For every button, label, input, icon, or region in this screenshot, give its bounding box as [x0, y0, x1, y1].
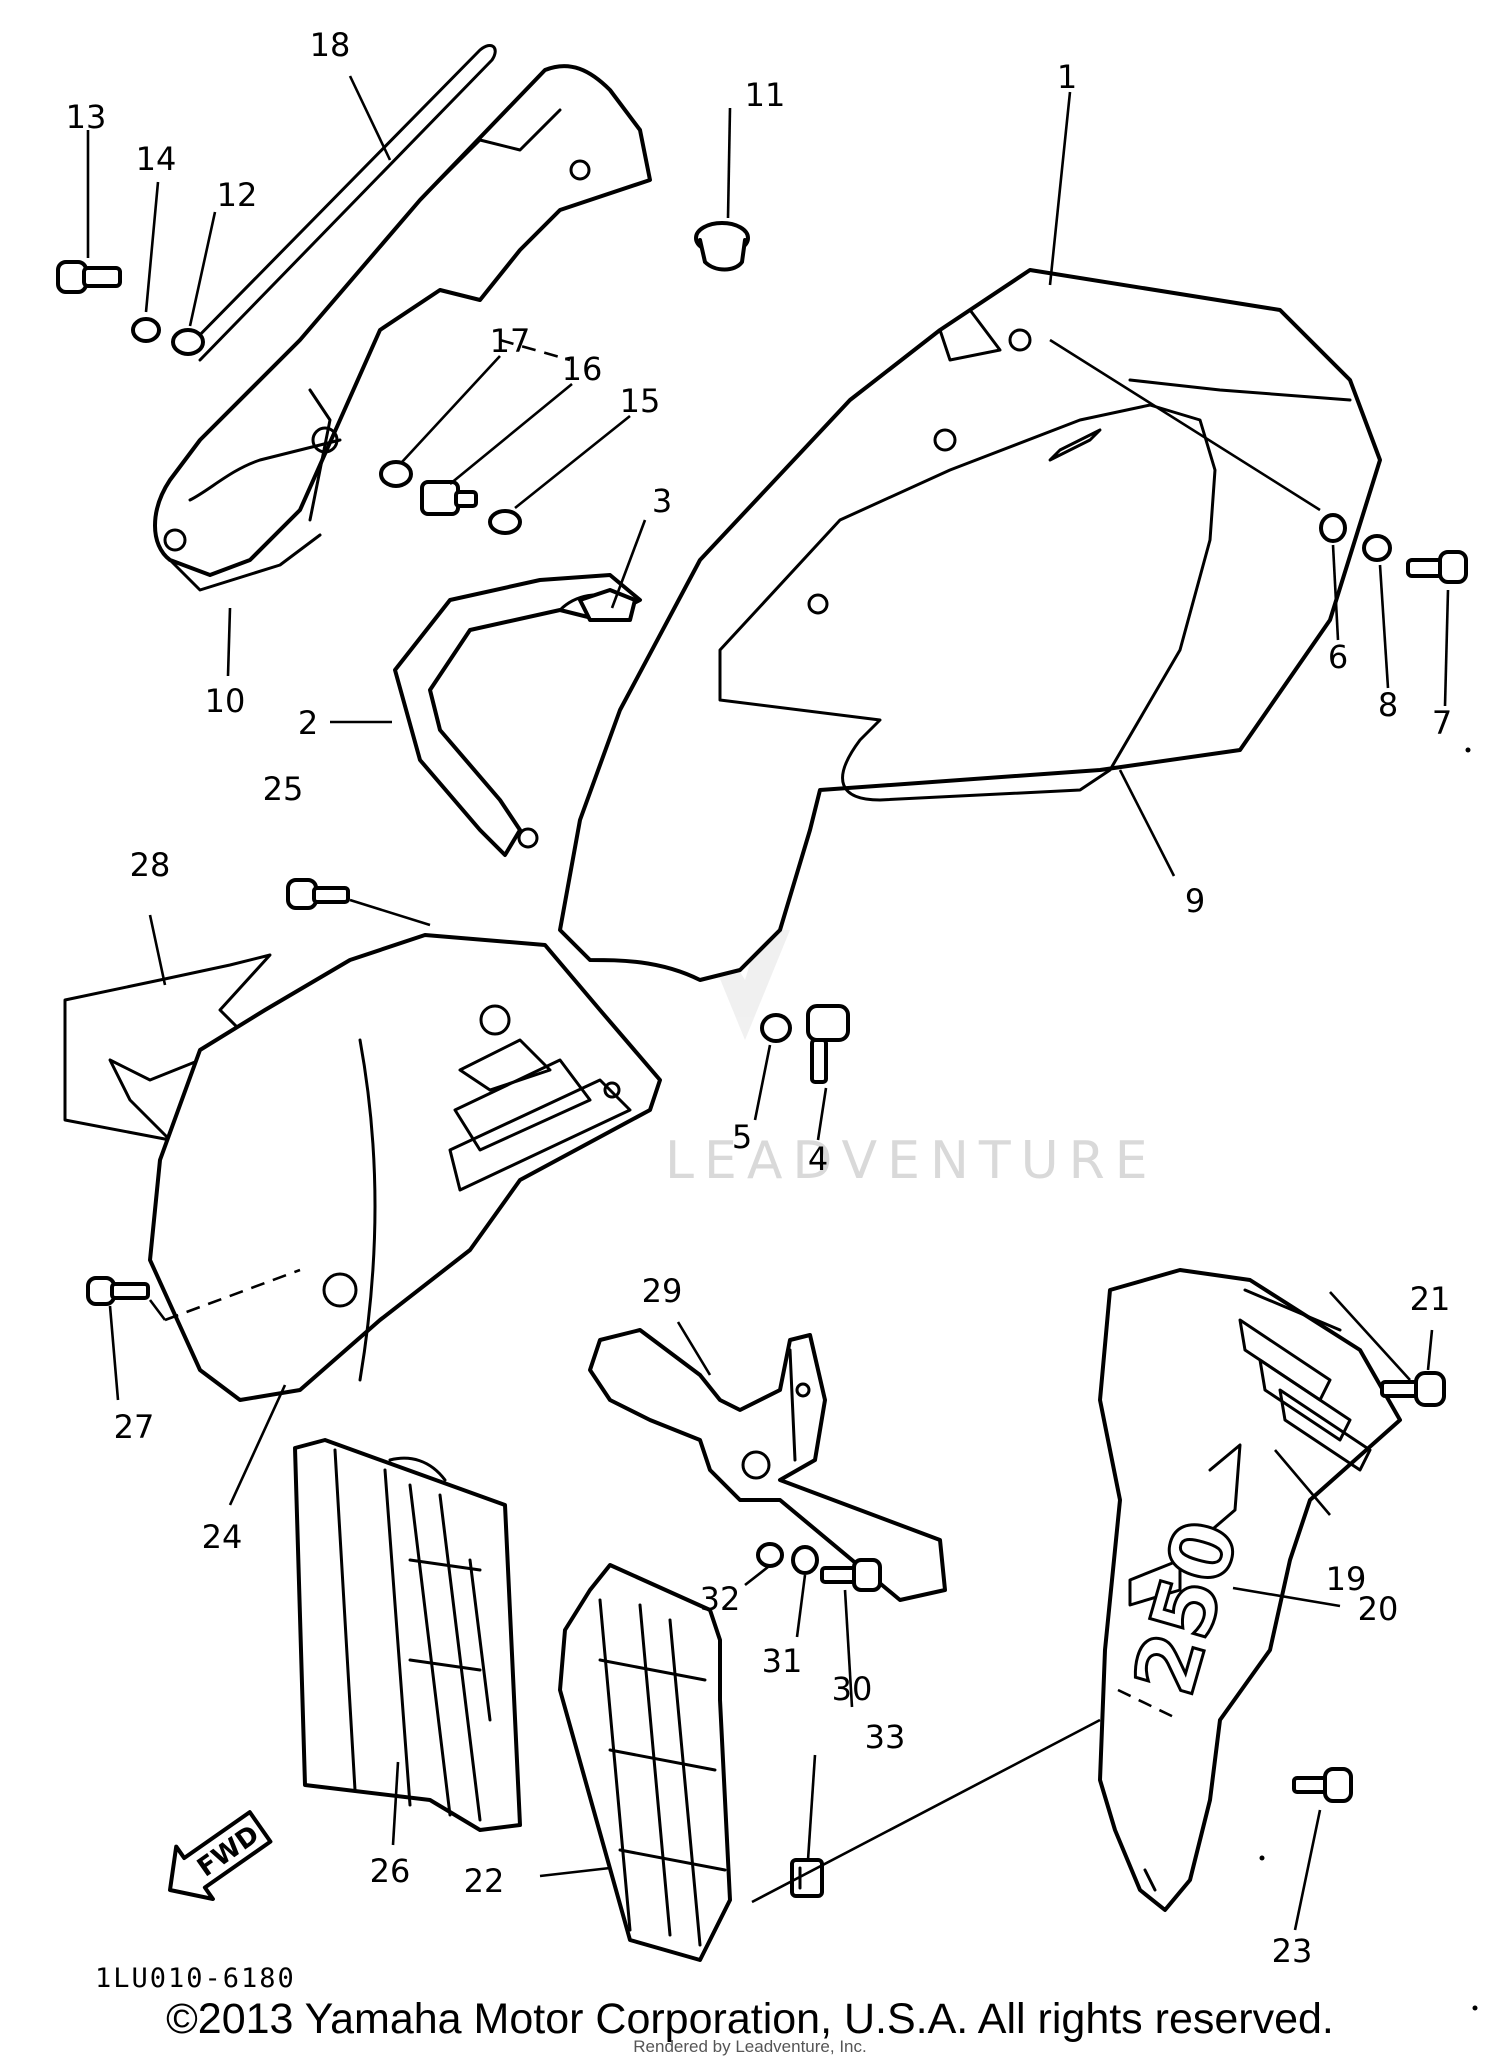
- callout-4: 4: [808, 1140, 828, 1178]
- diagram-code: 1LU010-6180: [95, 1963, 296, 1994]
- callout-12: 12: [217, 176, 258, 214]
- callout-32: 32: [700, 1580, 741, 1618]
- part-4-bolt: [806, 1004, 850, 1084]
- part-24-shroud: [148, 933, 662, 1402]
- callout-6: 6: [1328, 638, 1348, 676]
- callout-numbers: 1 2 3 4 5 6 7 8 9 10 11 12 13 14 15 16 1…: [66, 26, 1453, 1970]
- callout-11: 11: [745, 76, 786, 114]
- fwd-arrow-icon: FWD: [168, 1810, 273, 1902]
- callout-19: 19: [1326, 1560, 1367, 1598]
- part-13-bolt: [56, 260, 122, 294]
- callout-16: 16: [562, 350, 603, 388]
- callout-28: 28: [130, 846, 171, 884]
- callout-14: 14: [136, 140, 177, 178]
- callout-8: 8: [1378, 686, 1398, 724]
- part-15-washer: [488, 509, 522, 535]
- callout-29: 29: [642, 1272, 683, 1310]
- callout-22: 22: [464, 1862, 505, 1900]
- part-23-bolt: [1292, 1767, 1353, 1803]
- part-9-decal: [718, 403, 1217, 802]
- callout-15: 15: [620, 382, 661, 420]
- callout-21: 21: [1410, 1280, 1451, 1318]
- callout-10: 10: [205, 682, 246, 720]
- part-14-washer: [131, 317, 161, 343]
- part-17-washer: [379, 460, 413, 488]
- callout-30: 30: [832, 1670, 873, 1708]
- part-26-grille: [293, 1438, 522, 1832]
- watermark-text: LEADVENTURE: [665, 1131, 1158, 1191]
- part-12-washer: [171, 328, 205, 356]
- part-27-bolt: [86, 1276, 150, 1306]
- part-7-bolt: [1406, 550, 1468, 584]
- callout-25: 25: [263, 770, 304, 808]
- part-30-bolt: [820, 1558, 882, 1592]
- rendered-by-credit: Rendered by Leadventure, Inc.: [633, 2037, 867, 2056]
- part-11-cap: [694, 221, 750, 272]
- callout-9: 9: [1185, 882, 1205, 920]
- part-10-bracket: [153, 64, 652, 592]
- part-8-washer: [1362, 534, 1392, 562]
- part-6-washer: [1319, 513, 1347, 543]
- part-29-bracket: [588, 1328, 947, 1602]
- callout-24: 24: [202, 1518, 243, 1556]
- callout-17: 17: [490, 322, 531, 360]
- callout-18: 18: [310, 26, 351, 64]
- callout-5: 5: [732, 1118, 752, 1156]
- callout-33: 33: [865, 1718, 906, 1756]
- callout-3: 3: [652, 482, 672, 520]
- callout-7: 7: [1432, 704, 1452, 742]
- callout-2: 2: [298, 704, 318, 742]
- part-22-grille: [558, 1563, 732, 1962]
- part-1-side-cover: [558, 268, 1382, 982]
- copyright-notice: ©2013 Yamaha Motor Corporation, U.S.A. A…: [166, 1995, 1334, 2043]
- part-3-tab: [578, 588, 637, 622]
- part-18-strap: [183, 44, 497, 362]
- part-25-bolt: [286, 878, 350, 910]
- callout-31: 31: [762, 1642, 803, 1680]
- callout-23: 23: [1272, 1932, 1313, 1970]
- callout-13: 13: [66, 98, 107, 136]
- callout-26: 26: [370, 1852, 411, 1890]
- part-5-washer: [760, 1013, 792, 1043]
- leader-lines: [86, 75, 1450, 1931]
- part-32-washer: [756, 1542, 784, 1568]
- part-21-bolt: [1380, 1371, 1446, 1407]
- callout-1: 1: [1057, 58, 1077, 96]
- callout-27: 27: [114, 1408, 155, 1446]
- part-31-washer: [791, 1545, 819, 1575]
- callout-20: 20: [1358, 1590, 1399, 1628]
- part-16-collar: [420, 480, 478, 516]
